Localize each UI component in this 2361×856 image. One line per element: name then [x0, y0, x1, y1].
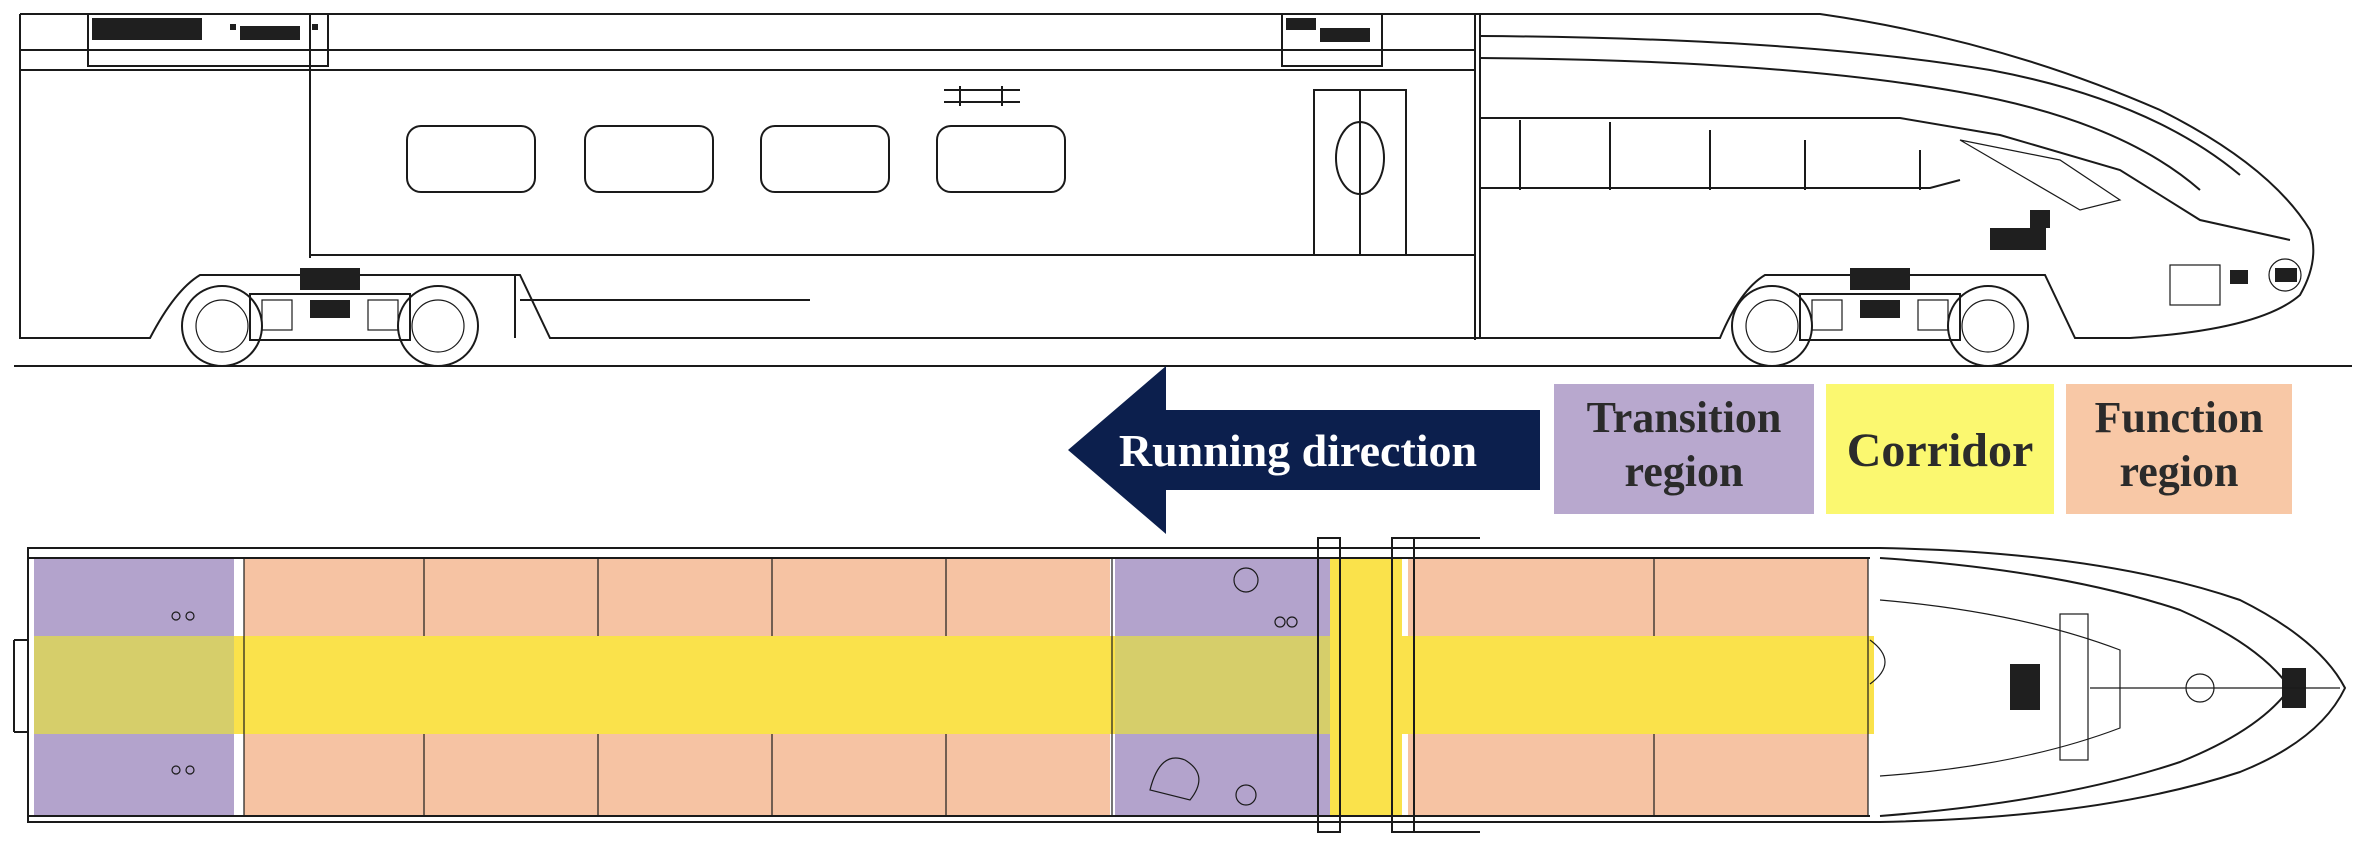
- legend-function-region: Function region: [2066, 384, 2292, 514]
- corridor-transition-overlap: [1115, 636, 1330, 734]
- corridor-longitudinal: [34, 636, 1874, 734]
- bogie-right: [1731, 268, 2029, 367]
- side-view: [14, 13, 2352, 367]
- legend-label-corridor: Corridor: [1847, 424, 2034, 477]
- legend-label-transition-line2: region: [1625, 447, 1744, 496]
- legend: Transition region Corridor Function regi…: [1554, 384, 2292, 514]
- legend-corridor: Corridor: [1826, 384, 2054, 514]
- car-body-outline: [19, 13, 2130, 340]
- legend-swatch-transition: [1554, 384, 1814, 514]
- arrow-label: Running direction: [1119, 425, 1477, 476]
- cab-interior: [1869, 557, 2340, 817]
- arrow-shape: [1068, 366, 1540, 534]
- roof-equipment-left: [87, 13, 329, 67]
- corridor-vestibule: [1330, 558, 1402, 816]
- plan-outline: [27, 547, 2347, 823]
- legend-swatch-corridor: [1826, 384, 2054, 514]
- side-window: [760, 125, 890, 193]
- side-door: [1313, 89, 1407, 256]
- lavatory-fixtures: [171, 567, 1298, 806]
- legend-label-function-line1: Function: [2095, 393, 2264, 442]
- legend-label-function-line2: region: [2120, 447, 2239, 496]
- vestibule: [1317, 537, 1480, 833]
- nose-cab: [1475, 13, 2315, 339]
- roof-fitting: [944, 86, 1020, 106]
- legend-swatch-function: [2066, 384, 2292, 514]
- side-window: [406, 125, 536, 193]
- roof-equipment-right: [1281, 13, 1383, 67]
- bogie-left: [181, 268, 479, 367]
- legend-label-transition-line1: Transition: [1587, 393, 1782, 442]
- running-direction-arrow: Running direction: [1068, 366, 1540, 534]
- side-window: [936, 125, 1066, 193]
- corridor-transition-overlap: [34, 636, 234, 734]
- plan-view: [13, 537, 2347, 833]
- side-window: [584, 125, 714, 193]
- bay-dividers: [243, 558, 1869, 816]
- legend-transition-region: Transition region: [1554, 384, 1814, 514]
- rear-coupler: [13, 639, 28, 733]
